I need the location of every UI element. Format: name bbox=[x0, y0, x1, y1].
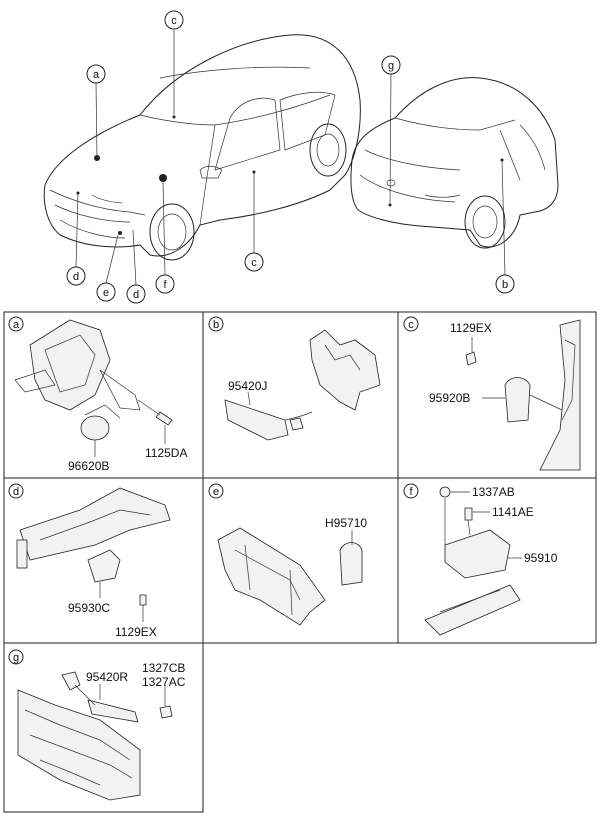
part-label-1327CB: 1327CB bbox=[142, 661, 185, 675]
svg-text:g: g bbox=[13, 652, 19, 664]
panel-c: c 1129EX 95920B bbox=[403, 316, 581, 471]
part-label-1129EX-d: 1129EX bbox=[115, 625, 157, 639]
part-label-1125DA: 1125DA bbox=[145, 446, 187, 460]
front-car-illustration bbox=[43, 34, 361, 261]
rear-car-illustration bbox=[350, 77, 559, 249]
svg-text:b: b bbox=[213, 319, 219, 331]
callout-b: b bbox=[495, 274, 515, 294]
callout-c-top: c bbox=[164, 10, 184, 30]
part-label-H95710: H95710 bbox=[325, 516, 367, 530]
part-label-95910: 95910 bbox=[524, 551, 558, 565]
callout-f: f bbox=[155, 274, 175, 294]
part-label-1327AC: 1327AC bbox=[142, 675, 186, 689]
part-label-95420R: 95420R bbox=[86, 670, 128, 684]
part-label-1141AE: 1141AE bbox=[492, 505, 534, 519]
callout-d-mid: d bbox=[126, 284, 146, 304]
callout-a: a bbox=[86, 64, 106, 84]
callout-d-left: d bbox=[66, 266, 86, 286]
panel-c-pillar-drawing bbox=[465, 319, 581, 471]
panel-e-carrier-drawing bbox=[217, 527, 363, 626]
svg-text:f: f bbox=[409, 486, 413, 498]
callout-g: g bbox=[381, 55, 401, 75]
part-label-96620B: 96620B bbox=[68, 459, 109, 473]
callout-c-bottom: c bbox=[244, 252, 264, 272]
panel-d: d 95930C 1129EX bbox=[8, 483, 171, 639]
panel-f: f 1337AB 1141AE 95910 bbox=[403, 483, 558, 636]
svg-text:d: d bbox=[73, 271, 79, 283]
overview-leader-lines bbox=[75, 30, 506, 286]
panel-f-module-drawing bbox=[424, 486, 521, 636]
panel-b: b 95420J bbox=[208, 316, 381, 441]
panel-d-frame-drawing bbox=[16, 487, 171, 606]
panel-b-bracket-drawing bbox=[224, 329, 381, 441]
svg-text:a: a bbox=[93, 69, 100, 81]
svg-text:d: d bbox=[133, 289, 139, 301]
svg-text:e: e bbox=[213, 486, 219, 498]
svg-text:c: c bbox=[408, 319, 414, 331]
panel-g-panel-drawing bbox=[17, 671, 173, 801]
part-label-95420J: 95420J bbox=[228, 379, 267, 393]
panel-e: e H95710 bbox=[208, 483, 367, 626]
part-label-1337AB: 1337AB bbox=[472, 485, 515, 499]
panel-g: g 95420R 1327CB 1327AC bbox=[8, 649, 186, 801]
svg-text:f: f bbox=[163, 279, 167, 291]
svg-text:b: b bbox=[502, 279, 508, 291]
svg-text:a: a bbox=[13, 319, 20, 331]
svg-text:d: d bbox=[13, 486, 19, 498]
svg-text:g: g bbox=[388, 60, 394, 72]
svg-text:c: c bbox=[251, 257, 257, 269]
part-label-95930C: 95930C bbox=[68, 601, 110, 615]
part-label-1129EX-c: 1129EX bbox=[450, 321, 492, 335]
panel-grid bbox=[3, 311, 597, 813]
part-label-95920B: 95920B bbox=[429, 391, 470, 405]
callout-e: e bbox=[96, 282, 116, 302]
svg-text:e: e bbox=[103, 287, 109, 299]
svg-text:c: c bbox=[171, 15, 177, 27]
panel-a-bracket-drawing bbox=[14, 319, 173, 441]
panel-a: a 96620B 1125DA bbox=[8, 316, 187, 473]
